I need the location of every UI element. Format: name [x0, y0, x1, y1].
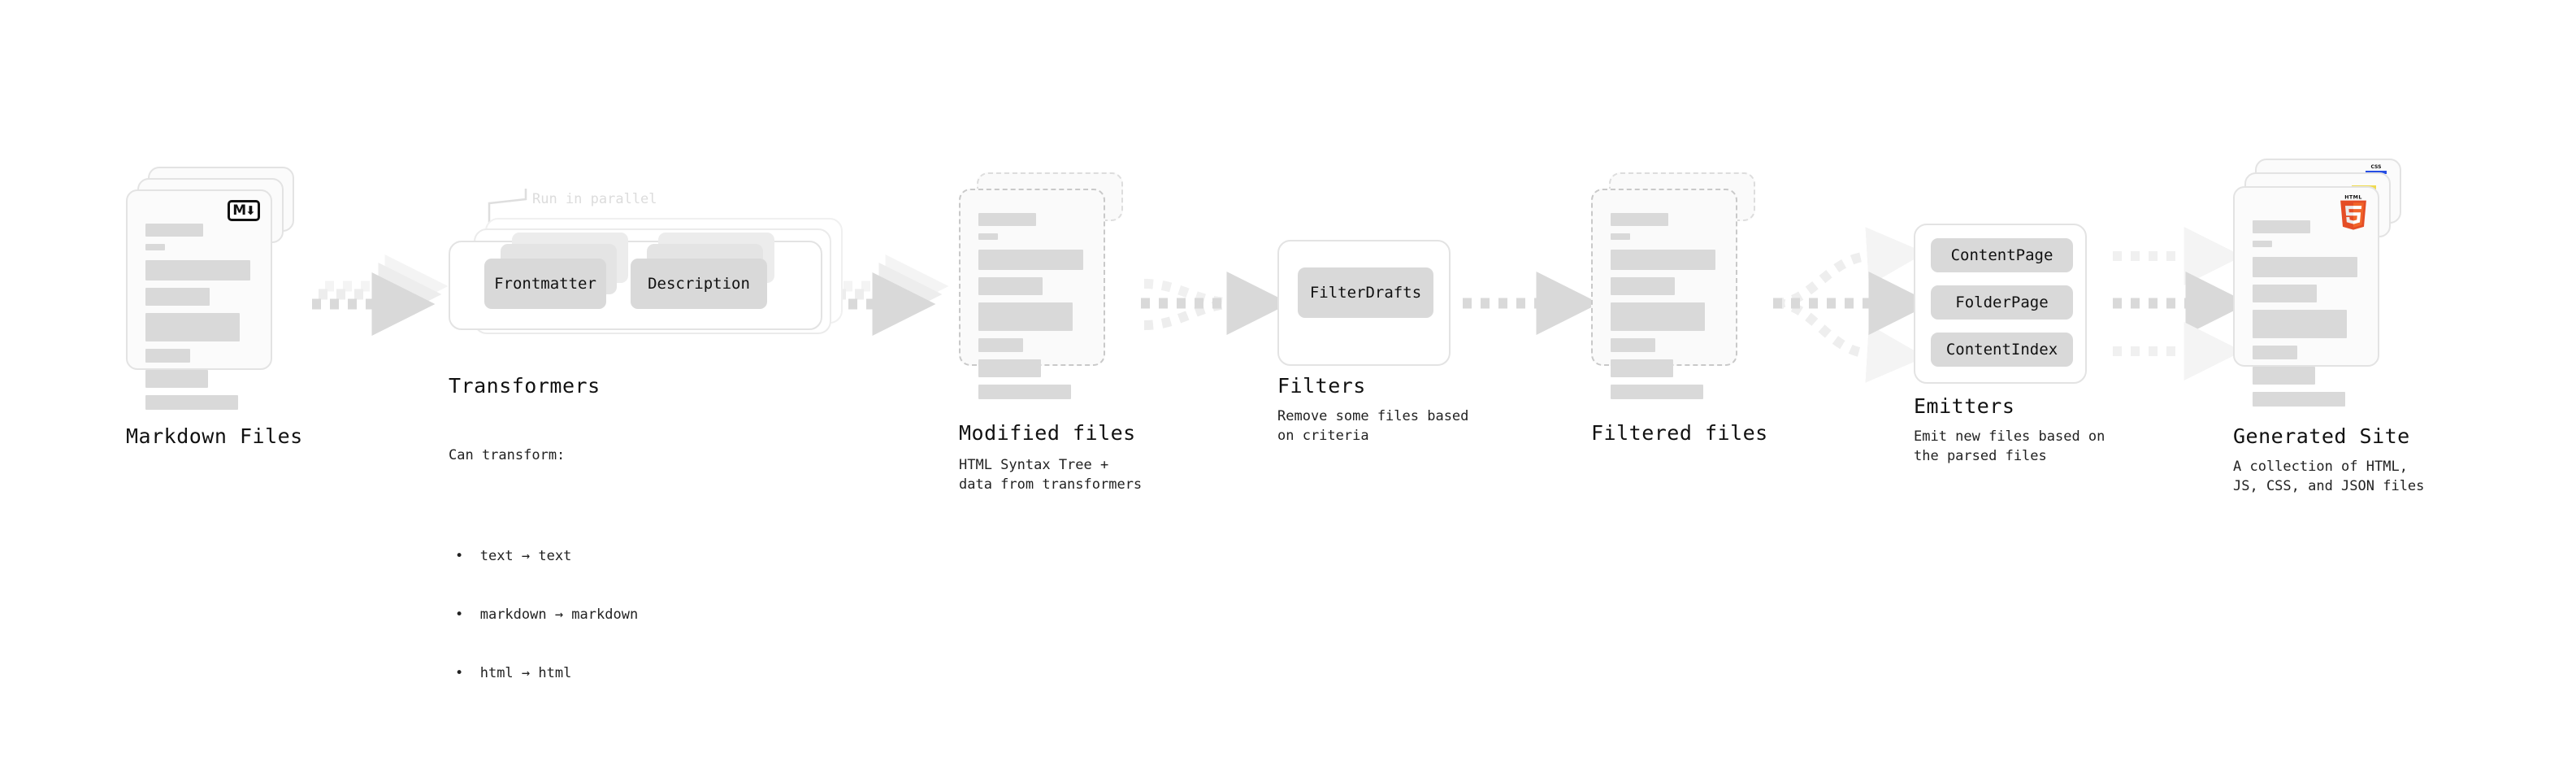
generated-card-html: HTML: [2233, 186, 2379, 407]
filter-chip-filterdrafts-label: FilterDrafts: [1309, 284, 1422, 302]
run-in-parallel-note: Run in parallel: [532, 191, 657, 207]
modified-files-title: Modified files: [959, 421, 1136, 445]
filtered-card-front: [1591, 189, 1737, 399]
transformers-bullet-2: html → html: [455, 663, 638, 683]
transformers-caption-lead: Can transform:: [449, 447, 566, 463]
markdown-placeholder-lines: [145, 224, 253, 417]
css3-icon-label: CSS: [2370, 164, 2382, 170]
transformer-chip-description-label: Description: [648, 275, 750, 293]
filters-caption: Remove some files based on criteria: [1277, 408, 1469, 444]
connector-filtered-to-emitters: [1773, 227, 1932, 383]
generated-placeholder-lines: [2253, 220, 2360, 414]
markdown-files-title: Markdown Files: [126, 424, 303, 448]
modified-files-caption: HTML Syntax Tree + data from transformer…: [959, 457, 1143, 493]
connector-markdown-to-transformers: [312, 254, 449, 336]
emitter-chip-folderpage[interactable]: FolderPage: [1931, 285, 2073, 320]
emitter-chip-contentindex-label: ContentIndex: [1945, 341, 2058, 359]
filters-box: FilterDrafts: [1277, 240, 1451, 366]
modified-card-front: [959, 189, 1105, 399]
svg-text:HTML: HTML: [2344, 194, 2362, 200]
generated-site-caption: A collection of HTML, JS, CSS, and JSON …: [2233, 459, 2425, 494]
transformers-bullet-0: text → text: [455, 546, 638, 566]
filter-chip-filterdrafts[interactable]: FilterDrafts: [1298, 267, 1433, 318]
transformers-bullet-list: text → text markdown → markdown html → h…: [449, 507, 638, 722]
filtered-placeholder-lines: [1611, 213, 1718, 407]
html5-icon: HTML: [2339, 194, 2368, 230]
diagram-canvas: M⬇ Markdown Files Run in parallel Frontm: [0, 0, 2576, 681]
transformer-chip-description[interactable]: Description: [631, 259, 767, 309]
transformer-chip-frontmatter[interactable]: Frontmatter: [484, 259, 606, 309]
emitter-chip-folderpage-label: FolderPage: [1955, 294, 2049, 311]
connector-emitters-to-site: [2113, 227, 2249, 380]
emitter-chip-contentpage-label: ContentPage: [1950, 246, 2053, 264]
markdown-card-front: M⬇: [126, 189, 272, 410]
modified-placeholder-lines: [978, 213, 1086, 407]
transformer-chip-frontmatter-label: Frontmatter: [494, 275, 596, 293]
emitter-chip-contentpage[interactable]: ContentPage: [1931, 238, 2073, 272]
filters-title: Filters: [1277, 374, 1366, 398]
emitters-caption: Emit new files based on the parsed files: [1914, 428, 2105, 464]
generated-site-title: Generated Site: [2233, 424, 2410, 448]
emitters-box: ContentPage FolderPage ContentIndex: [1914, 224, 2087, 384]
emitter-chip-contentindex[interactable]: ContentIndex: [1931, 333, 2073, 367]
transformers-title: Transformers: [449, 374, 601, 398]
markdown-icon: M⬇: [228, 200, 260, 221]
transformers-bullet-1: markdown → markdown: [455, 605, 638, 624]
transformers-caption: Can transform: text → text markdown → ma…: [449, 407, 638, 761]
filtered-files-title: Filtered files: [1591, 421, 1768, 445]
connector-modified-to-filters: [1141, 272, 1290, 335]
emitters-title: Emitters: [1914, 394, 2015, 418]
